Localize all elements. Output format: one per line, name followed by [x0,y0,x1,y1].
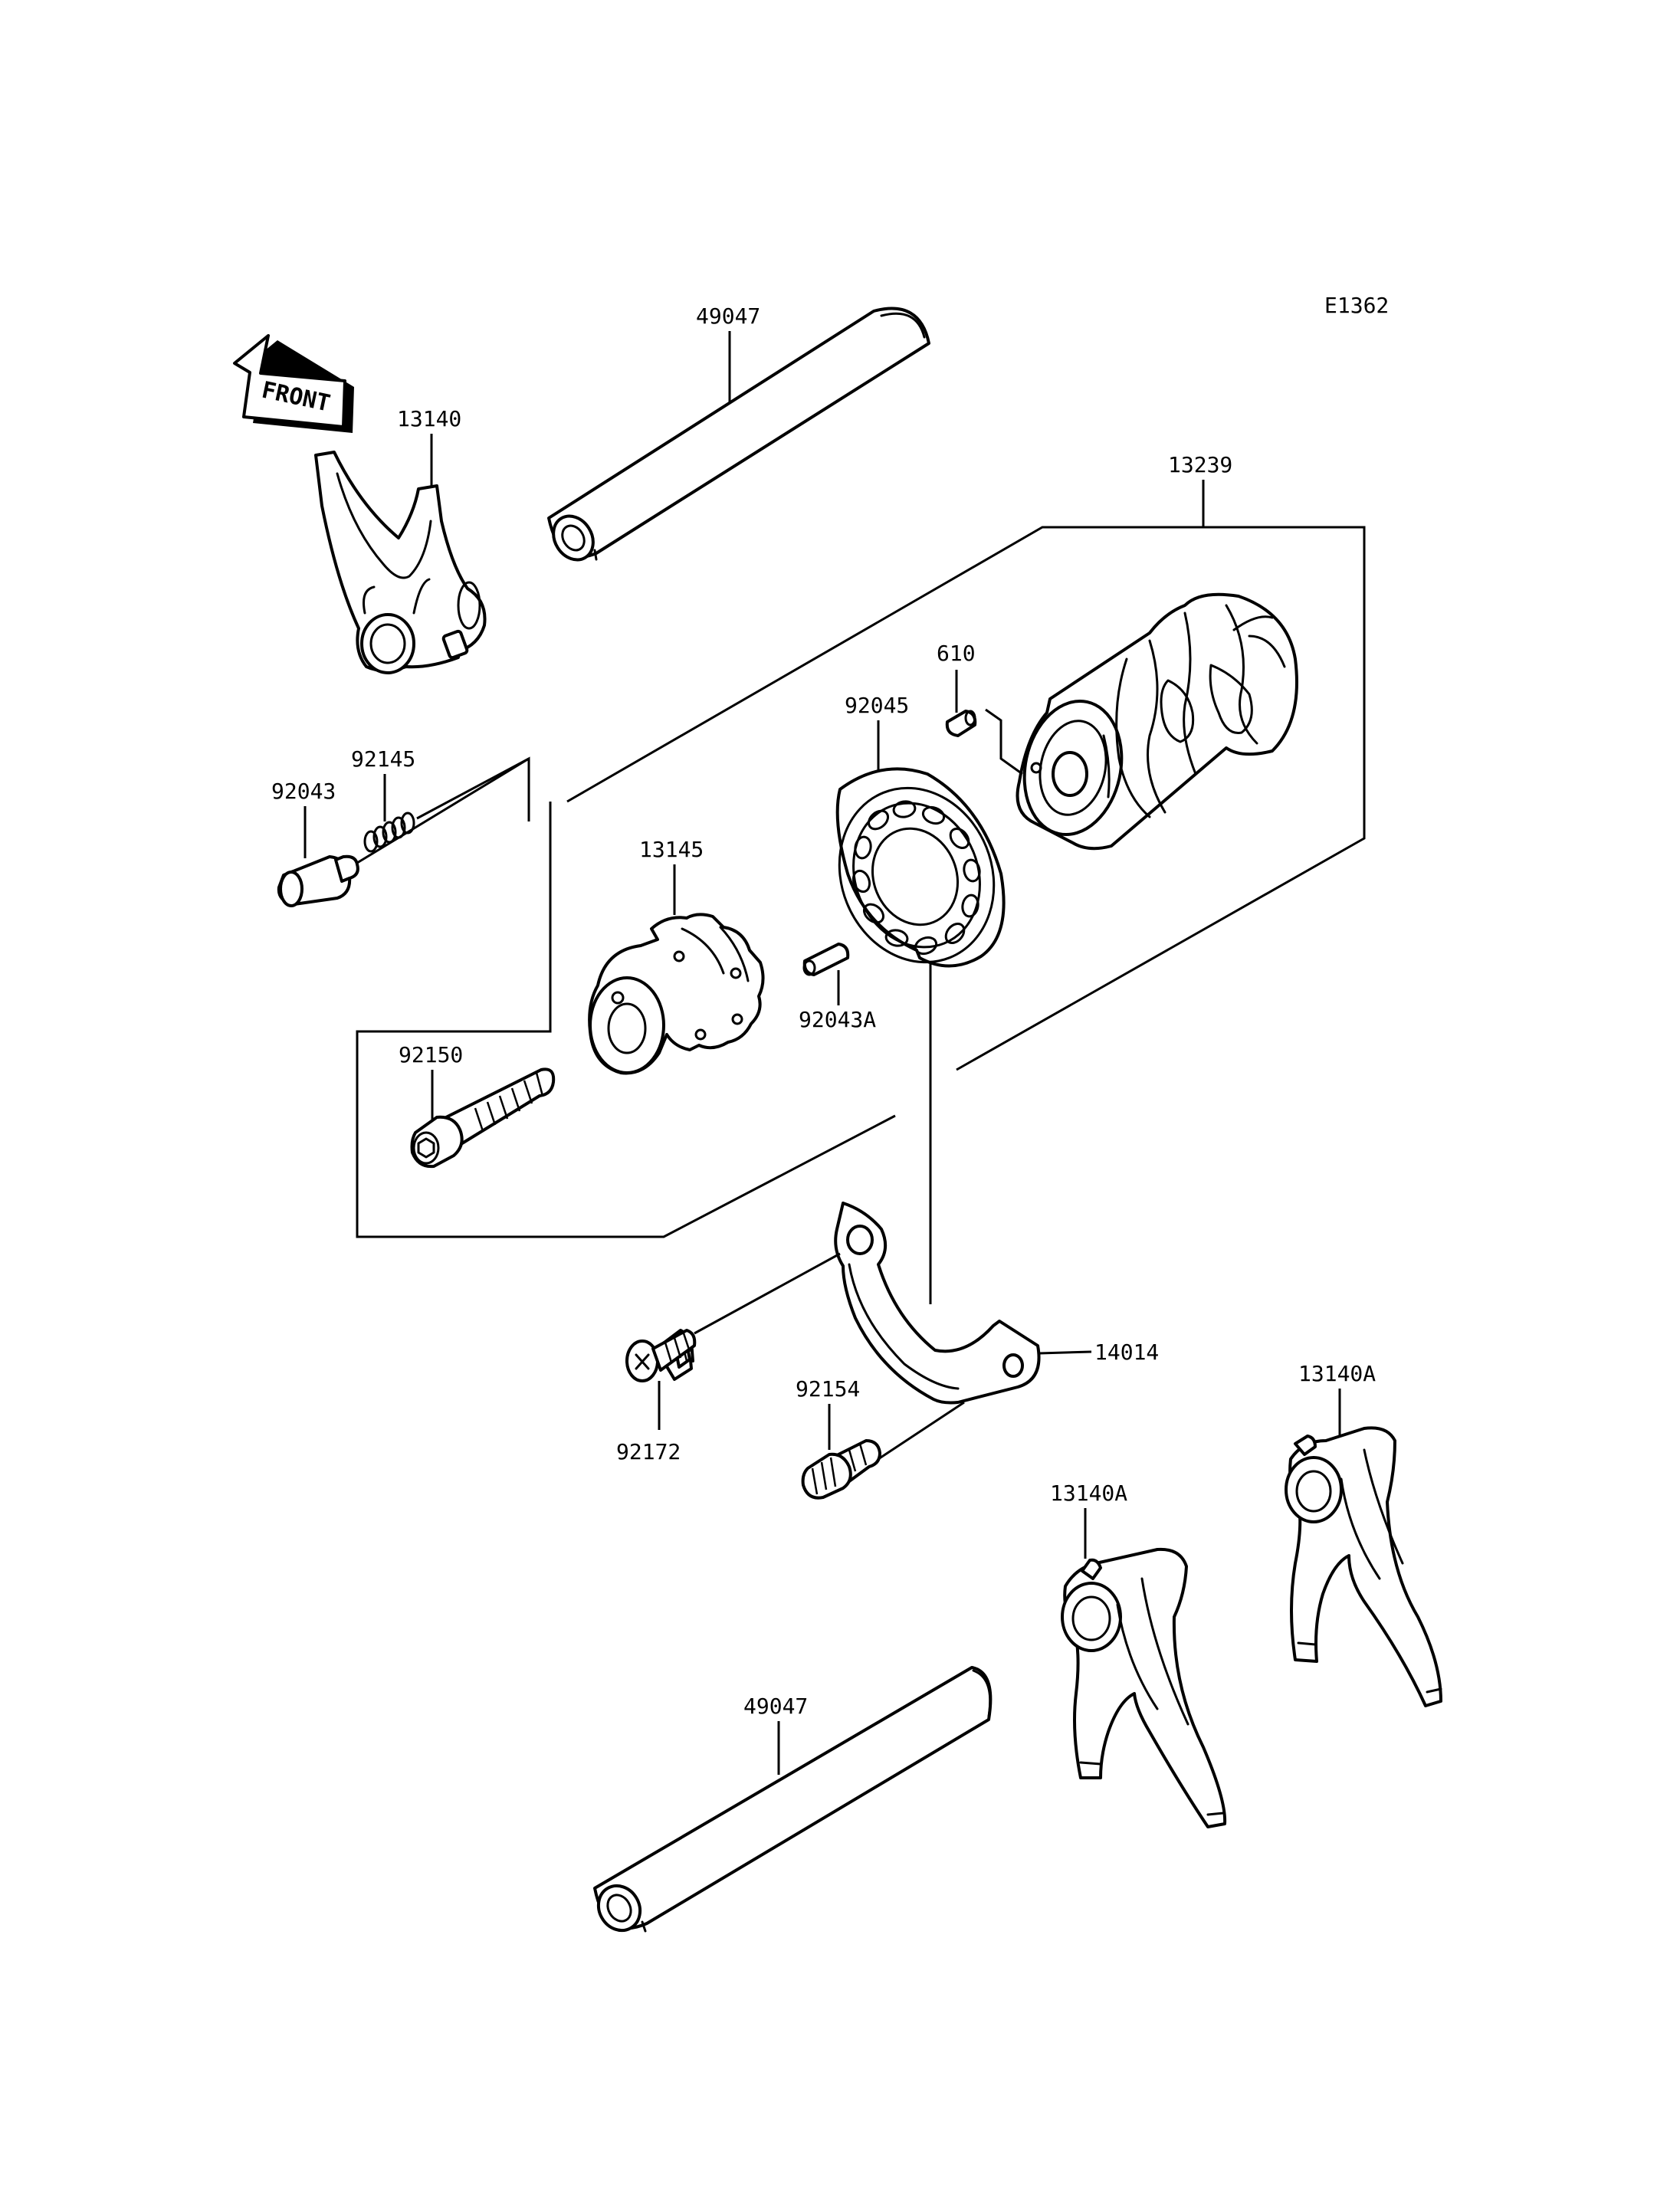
bolt-92150 [410,1067,556,1169]
label-13239: 13239 [1168,452,1232,477]
drum-holder-14014 [834,1202,1041,1405]
assembly-bracket-13239-top [566,526,1366,1071]
label-92145: 92145 [351,746,415,772]
label-92043a: 92043A [799,1007,876,1032]
pin-610 [945,710,977,737]
leader-14014 [1039,1350,1092,1355]
leader-spring-to-bracket [416,757,530,820]
shift-drum-cam-13145 [588,913,765,1075]
bolt-92154 [801,1439,881,1500]
shift-rod-bottom [593,1666,993,1933]
label-13140a-right: 13140A [1298,1361,1376,1386]
shift-fork-top [314,451,487,674]
shift-fork-right [1285,1426,1442,1707]
assembly-bracket-13239-inner [356,756,530,864]
diagram-code: E1362 [1324,293,1389,318]
leader-screw-to-holder [694,1252,841,1335]
front-arrow-icon: FRONT [233,334,354,433]
label-92043: 92043 [271,779,336,804]
label-92045: 92045 [845,693,909,718]
leader-92154-to-holder [878,1401,965,1461]
assembly-bracket-13239-left [356,802,896,1238]
shift-drum [1016,592,1298,851]
label-49047-bottom: 49047 [743,1694,808,1719]
label-49047-top: 49047 [696,303,760,329]
screw-92172 [625,1329,697,1382]
pin-92043a [802,943,850,976]
leader-610-to-drum [985,708,1023,776]
bearing-92045 [835,767,1006,968]
label-92172: 92172 [616,1439,681,1464]
plunger-92043 [277,854,359,907]
label-92150: 92150 [399,1042,463,1067]
spring-92145 [363,812,415,853]
label-610: 610 [937,641,976,666]
shift-fork-middle [1061,1547,1227,1828]
label-13145: 13145 [639,837,704,862]
label-14014: 14014 [1094,1340,1159,1365]
label-92154: 92154 [796,1376,860,1402]
shift-rod-top [547,307,930,562]
label-13140a-mid: 13140A [1050,1481,1127,1506]
label-13140-top: 13140 [397,406,461,431]
